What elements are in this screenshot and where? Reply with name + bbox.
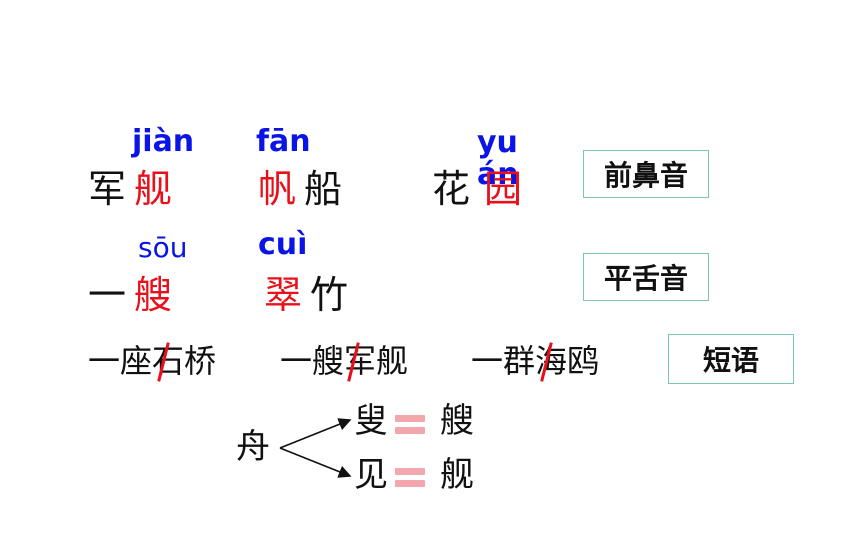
label-phrases: 短语 [668, 334, 794, 384]
arrow-down [279, 447, 352, 478]
char-plain: 竹 [310, 273, 349, 317]
tree-result-2: 舰 [440, 455, 474, 495]
equals-icon [395, 415, 425, 439]
equals-icon [395, 468, 425, 492]
tree-part-1: 叟 [354, 401, 388, 441]
word-yisou: 一艘 [88, 276, 172, 314]
char-highlight: 舰 [134, 167, 173, 211]
char-highlight: 翠 [264, 273, 303, 317]
char-plain: 船 [304, 167, 343, 211]
char-plain: 花 [432, 167, 471, 211]
tree-part-2: 见 [354, 455, 388, 495]
phrase-2: 一艘军舰 [280, 345, 408, 377]
pinyin-yuan: yuán [477, 125, 519, 192]
word-cuizhu: 翠竹 [264, 276, 348, 314]
pinyin-fan: fān [256, 124, 311, 159]
word-junjian: 军舰 [88, 170, 172, 208]
pinyin-sou: sōu [138, 231, 188, 264]
tree-root: 舟 [236, 427, 270, 467]
tree-result-1: 艘 [440, 401, 474, 441]
phrase-left: 一座 [88, 342, 153, 380]
char-highlight: 艘 [134, 273, 173, 317]
branch-arrows [279, 418, 352, 478]
phrase-left: 一群 [471, 342, 536, 380]
char-highlight: 帆 [258, 167, 297, 211]
arrow-up [279, 418, 352, 449]
pinyin-cui: cuì [258, 227, 308, 262]
word-huayuan: 花园 [432, 170, 522, 208]
label-flat-tongue: 平舌音 [583, 253, 709, 301]
label-front-nasal: 前鼻音 [583, 150, 709, 198]
char-plain: 军 [88, 167, 127, 211]
phrase-3: 一群海鸥 [471, 345, 599, 377]
phrase-1: 一座石桥 [88, 345, 216, 377]
char-highlight: 园 [484, 167, 523, 211]
pinyin-jian: jiàn [132, 124, 195, 159]
word-fanchuan: 帆船 [258, 170, 342, 208]
phrase-left: 一艘 [280, 342, 345, 380]
char-plain: 一 [88, 273, 127, 317]
